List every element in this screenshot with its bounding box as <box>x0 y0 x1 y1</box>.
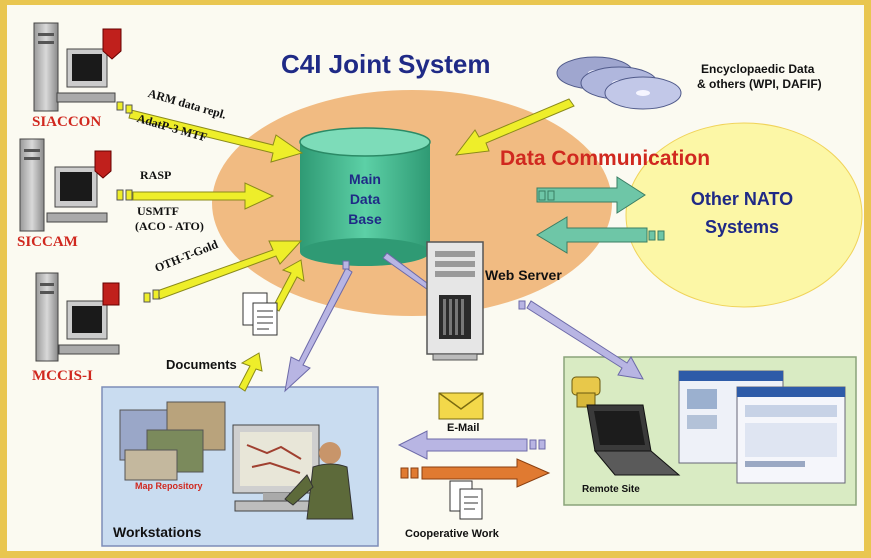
arrow-to-nato <box>536 176 646 214</box>
soldier-figure <box>284 442 354 520</box>
siccam-computer-icon <box>19 138 112 232</box>
siccam-label: SICCAM <box>17 234 78 250</box>
remote-site-label: Remote Site <box>582 484 640 495</box>
arrow-cooperative <box>400 458 551 488</box>
other-nato-line1: Other NATO <box>690 189 794 209</box>
other-nato-circle <box>625 122 863 308</box>
main-db-line1: Main <box>349 171 381 187</box>
arrow-siccam-to-db <box>132 182 275 210</box>
documents-icon <box>242 292 278 336</box>
map-repository-label: Map Repository <box>135 481 203 491</box>
siaccon-label: SIACCON <box>32 114 102 130</box>
phone-icon <box>571 376 601 408</box>
map-repository-images <box>119 401 226 481</box>
data-communication-label: Data Communication <box>500 147 711 170</box>
main-db-line2: Data <box>349 191 381 207</box>
email-label: E-Mail <box>447 422 480 434</box>
arrow-cd-to-db <box>454 98 575 156</box>
arrow-webserver-to-remote <box>526 300 644 380</box>
documents-label: Documents <box>166 357 237 372</box>
arrow-workstation-up <box>238 352 263 392</box>
diagram-graphics <box>19 22 863 547</box>
web-server-tower-icon <box>426 241 484 361</box>
laptop-icon <box>586 404 681 476</box>
siaccon-computer-icon <box>33 22 122 112</box>
mccis-computer-icon <box>35 272 120 362</box>
encyclopaedic-line2: & others (WPI, DAFIF) <box>697 77 822 91</box>
arrow-email <box>397 430 528 460</box>
email-envelope-icon <box>438 392 484 420</box>
cooperative-work-label: Cooperative Work <box>405 528 499 540</box>
arrow-from-nato <box>536 216 648 254</box>
workstations-label: Workstations <box>113 524 202 540</box>
arrow-db-to-workstation <box>284 267 353 393</box>
web-server-label: Web Server <box>485 267 562 283</box>
diagram-title: C4I Joint System <box>281 49 491 79</box>
arrow-mccis-to-db <box>156 240 303 300</box>
flow-aco-label: (ACO - ATO) <box>135 219 204 233</box>
other-nato-line2: Systems <box>704 217 780 237</box>
cd-disks-icon <box>556 56 682 110</box>
remote-screenshots <box>678 370 846 484</box>
arrow-siaccon-to-db <box>128 109 304 163</box>
arrow-docs-up <box>272 259 305 312</box>
flow-usmtf-label: USMTF <box>137 204 179 218</box>
main-database-cylinder <box>299 127 431 266</box>
main-db-line3: Base <box>348 211 382 227</box>
cooperative-docs-icon <box>449 480 483 520</box>
diagram-canvas: C4I Joint System Data Communication Main… <box>7 5 864 551</box>
mccis-label: MCCIS-I <box>32 368 93 384</box>
flow-rasp-label: RASP <box>140 168 172 182</box>
encyclopaedic-line1: Encyclopaedic Data <box>701 62 815 76</box>
